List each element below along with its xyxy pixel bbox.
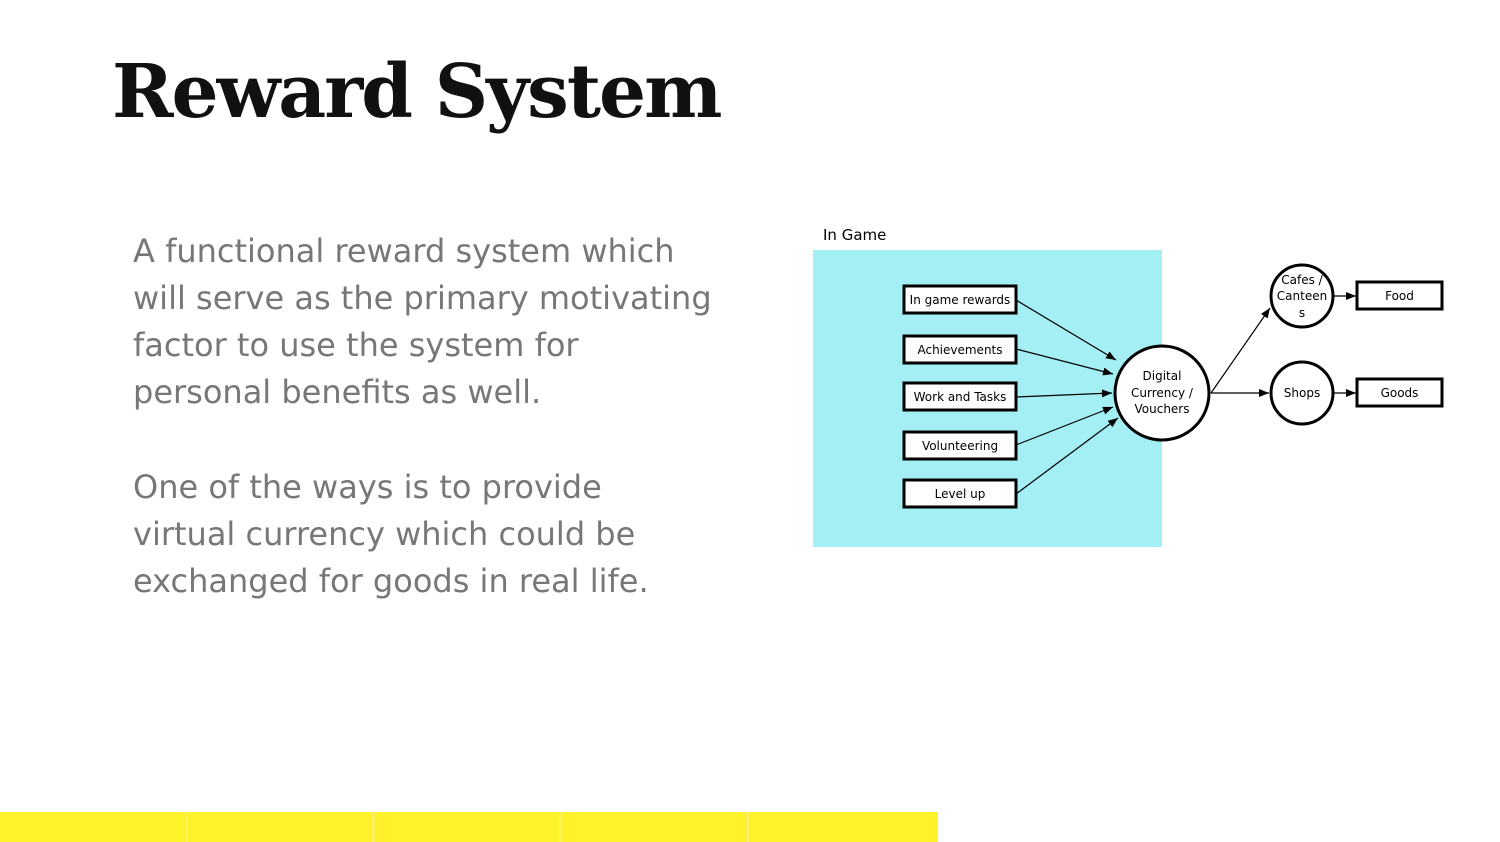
flow-arrow: [1015, 406, 1114, 446]
hub-node-label: Vouchers: [1135, 402, 1190, 416]
input-node: Level up: [902, 478, 1018, 509]
outlet-node-label: Shops: [1284, 386, 1320, 400]
input-node-label: Level up: [935, 487, 986, 501]
bar-divider: [372, 812, 375, 842]
reward-flow-diagram: In Game In game rewards Achievements Wor…: [813, 226, 1444, 547]
input-node-label: Work and Tasks: [914, 390, 1007, 404]
flow-arrow: [1210, 307, 1271, 394]
bar-divider: [746, 812, 749, 842]
hub-node-label: Currency /: [1131, 386, 1194, 400]
outlet-node-label: Canteen: [1277, 289, 1327, 303]
input-node: In game rewards: [902, 284, 1018, 315]
outlet-node-label: s: [1299, 306, 1305, 320]
input-node: Volunteering: [902, 430, 1018, 461]
product-node-goods: Goods: [1355, 377, 1444, 408]
bar-divider: [559, 812, 562, 842]
outlet-node-cafes: Cafes / Canteen s: [1269, 263, 1335, 329]
in-game-group-label: In Game: [823, 226, 886, 244]
product-node-food: Food: [1355, 280, 1444, 311]
flow-arrow: [1015, 417, 1119, 495]
bar-divider: [185, 812, 188, 842]
body-paragraph: A functional reward system which will se…: [133, 232, 712, 411]
body-paragraph: One of the ways is to provide virtual cu…: [133, 468, 649, 600]
slide-body: A functional reward system which will se…: [133, 228, 713, 605]
flow-arrow: [1015, 299, 1117, 361]
input-node-label: In game rewards: [910, 293, 1011, 307]
slide-title: Reward System: [112, 49, 722, 135]
outlet-node-shops: Shops: [1269, 360, 1335, 426]
outlet-node-label: Cafes /: [1281, 273, 1323, 287]
hub-node-label: Digital: [1143, 369, 1182, 383]
input-node: Achievements: [902, 334, 1018, 365]
input-node-label: Achievements: [917, 343, 1002, 357]
accent-footer-bar: [0, 812, 938, 842]
input-node: Work and Tasks: [902, 381, 1018, 412]
product-node-label: Food: [1385, 289, 1414, 303]
flow-arrow: [1015, 348, 1114, 376]
product-node-label: Goods: [1381, 386, 1419, 400]
flow-arrow: [1015, 389, 1113, 398]
hub-node: Digital Currency / Vouchers: [1113, 344, 1211, 442]
input-node-label: Volunteering: [922, 439, 998, 453]
